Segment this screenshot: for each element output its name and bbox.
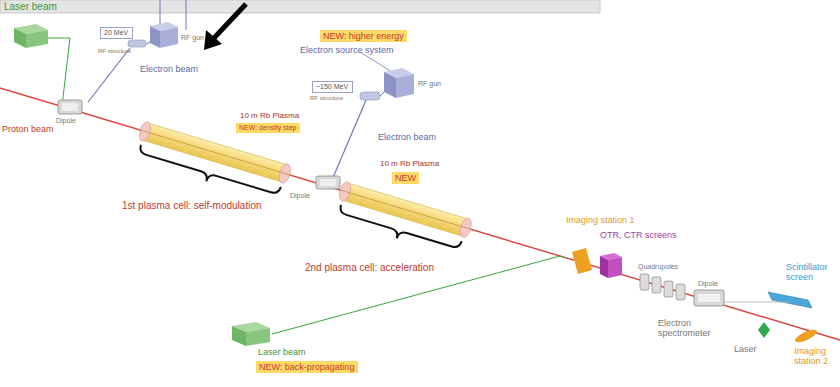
box-text: NEW: density step <box>239 124 297 132</box>
laser-label: Laser beam <box>4 1 57 13</box>
imaging-screen-1 <box>572 248 592 274</box>
imaging-screen-2 <box>793 327 818 344</box>
plasma-label: 10 m Rb Plasma <box>380 159 439 168</box>
station-label: Imaging station 1 <box>566 215 635 225</box>
screen-label: Scintillator screen <box>786 262 836 283</box>
header-bar <box>0 0 600 13</box>
box-text: NEW: back-propagating <box>259 362 355 372</box>
laser-label: Laser beam <box>258 347 306 357</box>
screen-label: OTR, CTR screens <box>600 230 677 240</box>
component-label: RF gun <box>181 34 204 42</box>
system-label: Electron source system <box>300 45 394 55</box>
dipole-1 <box>58 100 82 114</box>
laser-label: Laser <box>734 344 757 354</box>
new-tag: NEW: density step <box>236 123 300 133</box>
box-text: NEW <box>395 173 416 183</box>
beam-line <box>0 88 840 340</box>
beam-label: Electron beam <box>378 132 436 142</box>
energy-tag: ~150 MeV <box>312 81 353 93</box>
laser-2 <box>232 256 566 346</box>
scintillator-screen <box>768 292 812 308</box>
quadrupoles <box>640 274 685 300</box>
component-label: Dipole <box>56 117 76 125</box>
box-text: ~150 MeV <box>316 83 349 91</box>
pointer-arrow <box>204 4 246 50</box>
plasma-cell-2 <box>329 180 477 259</box>
spectrometer-label: Electron spectrometer <box>658 318 728 339</box>
otr-ctr-screens <box>600 253 622 278</box>
component-label: Dipole <box>698 280 718 288</box>
section-label: 1st plasma cell: self-modulation <box>122 200 262 212</box>
station-label: Imaging station 2 <box>794 346 836 367</box>
component-label: RF structure <box>98 48 131 55</box>
spectrometer-dipole <box>694 290 724 306</box>
electron-path <box>724 302 790 303</box>
new-tag: NEW: higher energy <box>320 30 407 42</box>
box-text: 20 MeV <box>104 29 129 37</box>
box-text: NEW: higher energy <box>323 31 404 41</box>
beam-label: Electron beam <box>140 64 198 74</box>
section-label: 2nd plasma cell: acceleration <box>305 262 434 274</box>
energy-tag: 20 MeV <box>100 27 133 39</box>
electron-source-1 <box>88 0 186 102</box>
new-tag: NEW: back-propagating <box>256 361 358 373</box>
component-label: RF gun <box>418 80 441 88</box>
laser-3 <box>758 322 770 338</box>
component-label: RF structure <box>310 95 343 102</box>
component-label: Quadrupoles <box>638 263 678 271</box>
beam-label: Proton beam <box>2 124 54 134</box>
plasma-label: 10 m Rb Plasma <box>240 111 299 120</box>
component-label: Dipole <box>290 192 310 200</box>
dipole-2 <box>316 176 340 189</box>
new-tag: NEW <box>392 172 419 184</box>
laser-1 <box>14 24 70 106</box>
